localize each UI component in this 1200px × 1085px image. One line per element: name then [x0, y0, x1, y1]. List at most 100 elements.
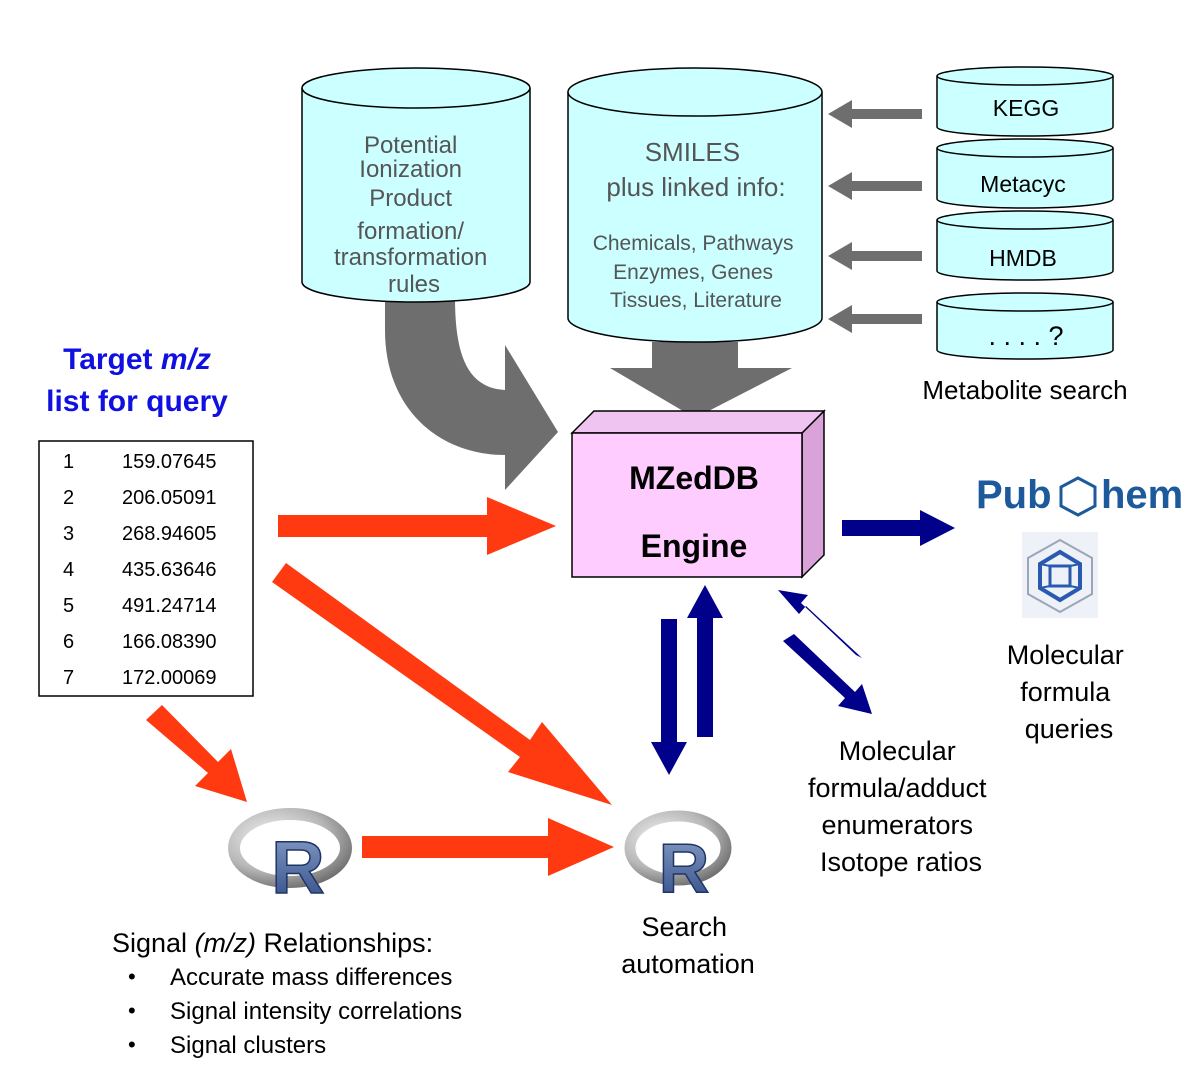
pubchem-caption-line: queries	[1025, 714, 1114, 744]
pubchem-logo-text-right: hem	[1101, 473, 1183, 517]
search-to-engine-arrow	[687, 585, 723, 737]
table-row: 1 159.07645	[63, 451, 217, 473]
row-mz-value: 206.05091	[122, 487, 217, 509]
signal-heading: Signal (m/z) Relationships:	[112, 928, 433, 958]
row-mz-value: 268.94605	[122, 523, 217, 545]
pubchem-hexagon-icon	[1059, 476, 1097, 517]
enumerator-text-line: enumerators	[821, 810, 973, 840]
smiles-to-engine-arrow	[610, 342, 792, 418]
mzeddb-engine-box: MZedDB Engine	[570, 409, 826, 579]
pubchem-logo: Pub hem	[976, 473, 1183, 517]
mz-table: 1 159.07645 2 206.05091 3 268.94605 4 43…	[38, 440, 254, 697]
r-logo-letter: R	[659, 829, 710, 907]
engine-title-line2: Engine	[641, 528, 748, 564]
ionization-text-line: Potential	[364, 132, 457, 159]
engine-to-search-arrow	[651, 619, 687, 775]
row-index: 1	[63, 451, 74, 473]
unknown-db-arrow	[828, 305, 922, 333]
r-logo-icon: R	[624, 810, 732, 908]
row-index: 3	[63, 523, 74, 545]
enumerator-text-line: Isotope ratios	[820, 847, 982, 877]
row-index: 2	[63, 487, 74, 509]
red-arrows	[146, 497, 614, 876]
hmdb-db-cylinder: HMDB	[936, 210, 1114, 281]
row-index: 6	[63, 631, 74, 653]
bullet-marker: •	[128, 1032, 136, 1057]
list-item: Signal intensity correlations	[170, 998, 462, 1025]
smiles-detail-line: Tissues, Literature	[610, 289, 782, 312]
kegg-db-cylinder: KEGG	[936, 66, 1114, 137]
metabolite-search-label: Metabolite search	[922, 375, 1127, 405]
smiles-detail-line: Enzymes, Genes	[613, 261, 773, 284]
ionization-text-line: Ionization	[359, 156, 462, 183]
metacyc-arrow	[828, 172, 922, 200]
row-mz-value: 491.24714	[122, 595, 217, 617]
table-row: 4 435.63646	[63, 559, 217, 581]
search-automation-line: automation	[621, 949, 755, 979]
ionization-to-engine-arrow	[385, 298, 558, 490]
bullet-marker: •	[128, 964, 136, 989]
engine-to-pubchem-arrow	[842, 510, 955, 546]
list-item: Signal clusters	[170, 1032, 326, 1059]
search-automation-line: Search	[641, 912, 727, 942]
r-logo-letter: R	[271, 826, 324, 909]
target-title-line1: Target m/z	[63, 343, 211, 376]
list-to-engine-arrow	[278, 497, 556, 555]
svg-text:Chemicals, Pathways Enzy: Chemicals, Pathways Enzymes, Genes Tissu…	[593, 232, 800, 312]
svg-text:SMILES plus linked info:: SMILES plus linked info:	[606, 137, 785, 202]
enumerator-to-engine-arrow	[778, 590, 862, 658]
table-row: 5 491.24714	[63, 595, 217, 617]
enumerator-text-line: Molecular	[839, 736, 956, 766]
smiles-title-line: SMILES	[645, 137, 740, 167]
grey-arrows	[385, 100, 922, 490]
unknown-db-label: . . . . ?	[988, 321, 1063, 351]
row-mz-value: 166.08390	[122, 631, 217, 653]
kegg-label: KEGG	[993, 95, 1059, 121]
list-item: Accurate mass differences	[170, 964, 452, 991]
table-row: 6 166.08390	[63, 631, 217, 653]
ionization-text-line: transformation	[334, 244, 487, 271]
hmdb-label: HMDB	[989, 245, 1057, 271]
metacyc-label: Metacyc	[980, 171, 1066, 197]
kegg-arrow	[828, 100, 922, 128]
ionization-db-cylinder: Potential Ionization Product formation/ …	[301, 67, 531, 303]
unknown-db-cylinder: . . . . ?	[936, 292, 1114, 360]
engine-title-line1: MZedDB	[629, 460, 759, 496]
svg-text:Molecular formula quer: Molecular formula queries	[1007, 640, 1132, 744]
blue-arrows	[651, 510, 955, 775]
list-to-r-arrow	[146, 705, 247, 802]
pubchem-logo-text-left: Pub	[976, 473, 1052, 517]
ionization-text-line: Product	[369, 185, 452, 212]
ionization-text-line: rules	[388, 271, 440, 298]
r-logo-icon: R	[228, 808, 352, 910]
svg-text:Potential Ionization: Potential Ionization Product formation/ …	[334, 132, 494, 298]
target-title-line2: list for query	[46, 385, 228, 418]
pubchem-caption-line: formula	[1020, 677, 1111, 707]
signal-bullet-list: • Accurate mass differences • Signal int…	[128, 964, 462, 1059]
ionization-text-line: formation/	[357, 218, 464, 245]
row-mz-value: 435.63646	[122, 559, 217, 581]
bullet-marker: •	[128, 998, 136, 1023]
engine-to-enumerator-arrow	[783, 634, 872, 714]
r-to-search-arrow	[362, 818, 614, 876]
row-index: 4	[63, 559, 74, 581]
table-row: 2 206.05091	[63, 487, 217, 509]
row-index: 7	[63, 667, 74, 689]
row-index: 5	[63, 595, 74, 617]
svg-text:Molecular formula/adduct: Molecular formula/adduct enumerators Iso…	[808, 736, 994, 877]
smiles-db-cylinder: SMILES plus linked info: Chemicals, Path…	[567, 67, 823, 343]
pubchem-caption-line: Molecular	[1007, 640, 1124, 670]
svg-text:Search automation: Search automation	[621, 912, 755, 979]
table-row: 7 172.00069	[63, 667, 217, 689]
smiles-title-line: plus linked info:	[606, 172, 785, 202]
hmdb-arrow	[828, 242, 922, 270]
metacyc-db-cylinder: Metacyc	[936, 138, 1114, 209]
molecule-structure-icon	[1022, 532, 1098, 618]
smiles-detail-line: Chemicals, Pathways	[593, 232, 794, 255]
list-to-search-arrow	[272, 563, 612, 805]
table-row: 3 268.94605	[63, 523, 217, 545]
enumerator-text-line: formula/adduct	[808, 773, 987, 803]
row-mz-value: 159.07645	[122, 451, 217, 473]
row-mz-value: 172.00069	[122, 667, 217, 689]
